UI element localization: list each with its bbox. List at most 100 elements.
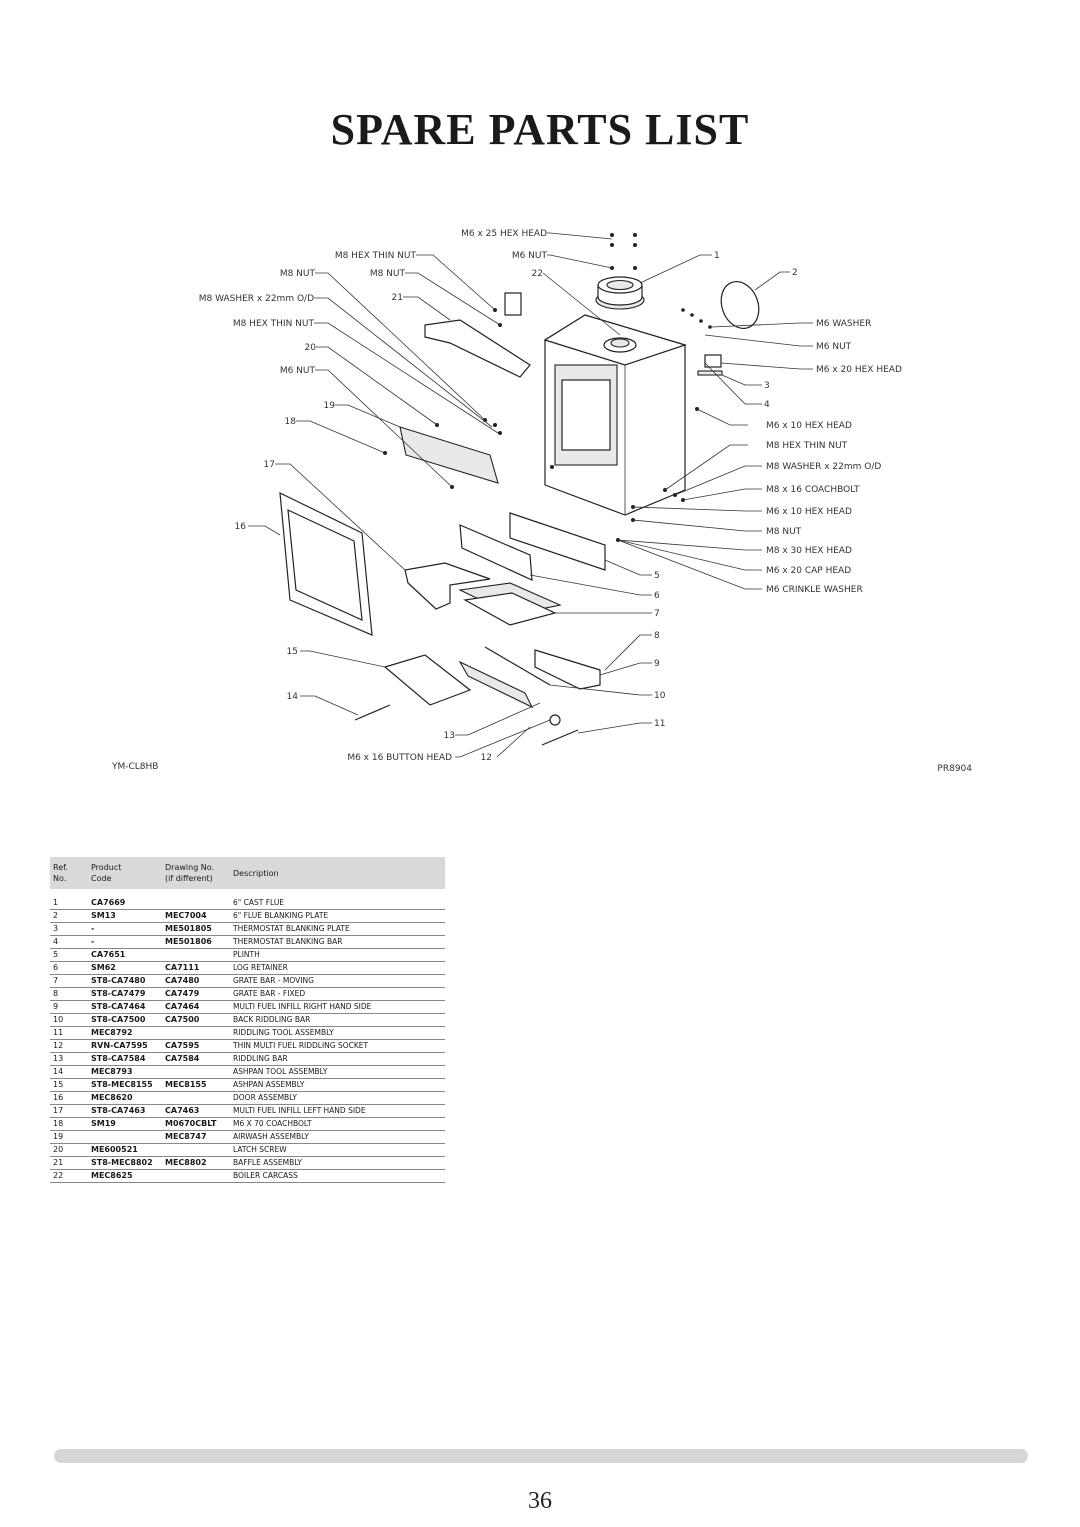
cell-code: SM62: [88, 961, 162, 975]
cell-desc: GRATE BAR - FIXED: [230, 987, 445, 1001]
callout-m8-nut-right: M8 NUT: [766, 527, 802, 537]
callout-m6x10-hex-head-b: M6 x 10 HEX HEAD: [766, 507, 852, 517]
callout-m6x25-hex-head: M6 x 25 HEX HEAD: [461, 229, 547, 239]
cell-drawing: ME501805: [162, 922, 230, 936]
callout-m8-nut-left: M8 NUT: [280, 269, 316, 279]
cell-desc: BOILER CARCASS: [230, 1169, 445, 1183]
cell-code: ST8-CA7480: [88, 974, 162, 988]
cell-desc: MULTI FUEL INFILL LEFT HAND SIDE: [230, 1104, 445, 1118]
cell-desc: GRATE BAR - MOVING: [230, 974, 445, 988]
header-description: Description: [233, 868, 279, 878]
callout-9: 9: [654, 659, 660, 669]
cell-ref: 13: [50, 1052, 88, 1066]
cell-desc: MULTI FUEL INFILL RIGHT HAND SIDE: [230, 1000, 445, 1014]
header-product-code: Product Code: [91, 863, 122, 883]
callout-m6-nut-right: M6 NUT: [816, 342, 852, 352]
riddling-bar-drawing: [458, 660, 534, 709]
cell-desc: THERMOSTAT BLANKING BAR: [230, 935, 445, 949]
plinth-drawing: [509, 512, 606, 571]
callout-15: 15: [287, 647, 298, 657]
cell-code: CA7669: [88, 897, 162, 910]
callout-5: 5: [654, 571, 660, 581]
callout-19: 19: [324, 401, 336, 411]
cell-drawing: MEC8802: [162, 1156, 230, 1170]
callout-m8-hex-thin-nut-right: M8 HEX THIN NUT: [766, 441, 848, 451]
cell-code: ST8-CA7500: [88, 1013, 162, 1027]
callout-8: 8: [654, 631, 660, 641]
cell-desc: BACK RIDDLING BAR: [230, 1013, 445, 1027]
cell-drawing: CA7111: [162, 961, 230, 975]
callout-12: 12: [481, 753, 492, 763]
callout-m8x16-coachbolt: M8 x 16 COACHBOLT: [766, 485, 860, 495]
cell-code: ME600521: [88, 1143, 162, 1157]
cell-drawing: [162, 1169, 230, 1183]
cell-code: ST8-MEC8802: [88, 1156, 162, 1170]
cell-drawing: MEC8747: [162, 1130, 230, 1144]
callout-m6-nut-top: M6 NUT: [512, 251, 548, 261]
exploded-parts-diagram: M6 x 25 HEX HEAD M8 HEX THIN NUT M6 NUT …: [100, 215, 980, 785]
callout-m8-hex-thin-nut-top: M8 HEX THIN NUT: [335, 251, 417, 261]
cell-code: MEC8620: [88, 1091, 162, 1105]
cell-drawing: CA7584: [162, 1052, 230, 1066]
cell-ref: 20: [50, 1143, 88, 1157]
cell-ref: 4: [50, 935, 88, 949]
riddling-tool-drawing: [541, 729, 579, 746]
leader-lines: [248, 232, 813, 758]
cell-code: RVN-CA7595: [88, 1039, 162, 1053]
cell-drawing: MEC7004: [162, 909, 230, 923]
callout-m8-washer-left: M8 WASHER x 22mm O/D: [199, 294, 314, 304]
cell-code: ST8-CA7464: [88, 1000, 162, 1014]
ashpan-tool-drawing: [354, 704, 391, 721]
cell-drawing: CA7595: [162, 1039, 230, 1053]
grate-bars-drawing: [458, 582, 562, 626]
cell-code: SM13: [88, 909, 162, 923]
cell-ref: 14: [50, 1065, 88, 1079]
cell-ref: 17: [50, 1104, 88, 1118]
infill-left-drawing: [404, 562, 491, 610]
cell-code: ST8-MEC8155: [88, 1078, 162, 1092]
baffle-plate-drawing: [504, 292, 522, 316]
callout-17: 17: [264, 460, 275, 470]
cell-ref: 7: [50, 974, 88, 988]
footer-bar: [54, 1449, 1028, 1463]
cell-ref: 10: [50, 1013, 88, 1027]
cell-drawing: [162, 948, 230, 962]
ashpan-drawing: [383, 654, 472, 706]
callout-4: 4: [764, 400, 770, 410]
cell-ref: 1: [50, 897, 88, 910]
cell-desc: DOOR ASSEMBLY: [230, 1091, 445, 1105]
reference-label: PR8904: [937, 764, 972, 774]
cell-drawing: ME501806: [162, 935, 230, 949]
callout-6: 6: [654, 591, 660, 601]
callout-m6-nut-left: M6 NUT: [280, 366, 316, 376]
cell-ref: 6: [50, 961, 88, 975]
cell-desc: 6" FLUE BLANKING PLATE: [230, 909, 445, 923]
callout-10: 10: [654, 691, 666, 701]
callout-m8-nut-mid: M8 NUT: [370, 269, 406, 279]
cell-desc: PLINTH: [230, 948, 445, 962]
cell-desc: LOG RETAINER: [230, 961, 445, 975]
cast-flue-drawing: [595, 276, 645, 310]
spare-parts-table: Ref. No. Product Code Drawing No. (if di…: [50, 857, 445, 1183]
model-label: YM-CL8HB: [111, 762, 158, 772]
infill-right-drawing: [534, 649, 601, 690]
cell-ref: 3: [50, 922, 88, 936]
cell-ref: 18: [50, 1117, 88, 1131]
callout-m6-crinkle-washer: M6 CRINKLE WASHER: [766, 585, 863, 595]
cell-drawing: [162, 1091, 230, 1105]
cell-desc: THERMOSTAT BLANKING PLATE: [230, 922, 445, 936]
cell-code: SM19: [88, 1117, 162, 1131]
cell-ref: 11: [50, 1026, 88, 1040]
cell-desc: 6" CAST FLUE: [230, 897, 445, 910]
